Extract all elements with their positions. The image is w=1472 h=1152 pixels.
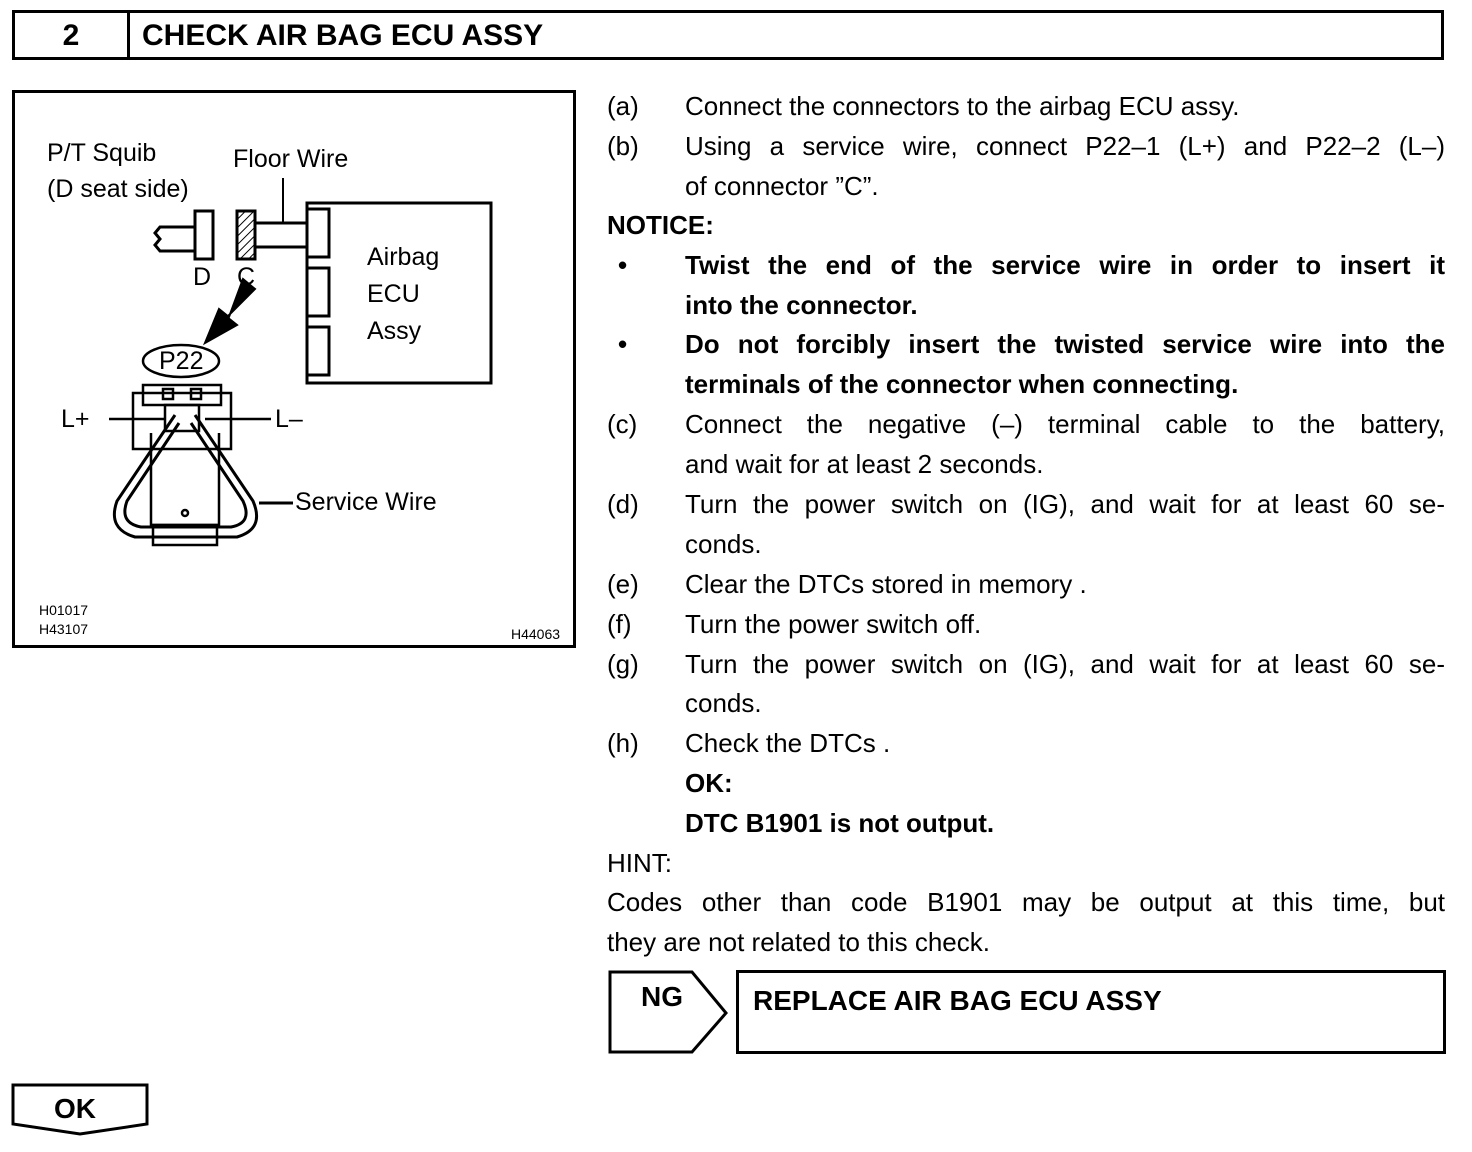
p22-label: P22 bbox=[159, 347, 204, 375]
step-c-label: (c) bbox=[607, 409, 638, 439]
hint-text-line1: Codes other than code B1901 may be outpu… bbox=[607, 887, 1445, 917]
wiring-figure: P/T Squib (D seat side) Floor Wire D C A… bbox=[12, 90, 576, 648]
ng-tag-label: NG bbox=[641, 981, 683, 1012]
step-g-text-line1: Turn the power switch on (IG), and wait … bbox=[685, 649, 1445, 679]
ok-criteria-text: DTC B1901 is not output. bbox=[685, 808, 995, 838]
notice-1-line1: Twist the end of the service wire in ord… bbox=[685, 250, 1445, 280]
step-f-label: (f) bbox=[607, 609, 632, 639]
step-title: CHECK AIR BAG ECU ASSY bbox=[142, 19, 544, 52]
floor-wire-label: Floor Wire bbox=[233, 145, 349, 173]
notice-2-line1: Do not forcibly insert the twisted servi… bbox=[685, 329, 1445, 359]
service-wire-label: Service Wire bbox=[295, 488, 437, 516]
step-c-text-line2: and wait for at least 2 seconds. bbox=[685, 449, 1044, 479]
ecu-label-line3: Assy bbox=[367, 317, 422, 345]
figure-code-1: H01017 bbox=[39, 602, 89, 618]
connector-d-label: D bbox=[193, 263, 212, 291]
ng-action-text: REPLACE AIR BAG ECU ASSY bbox=[753, 985, 1162, 1016]
floor-wire bbox=[255, 178, 307, 249]
notice-1-line2: into the connector. bbox=[685, 290, 918, 320]
ecu-label-line1: Airbag bbox=[367, 243, 440, 271]
step-g-text-line2: conds. bbox=[685, 688, 762, 718]
l-minus-label: L– bbox=[275, 405, 303, 433]
ng-tag-shape bbox=[608, 970, 728, 1054]
step-header: 2 CHECK AIR BAG ECU ASSY bbox=[12, 10, 1444, 60]
step-number: 2 bbox=[15, 13, 130, 57]
squib-label-line2: (D seat side) bbox=[47, 175, 189, 203]
p22-connector bbox=[109, 383, 271, 547]
ok-criteria-label: OK: bbox=[685, 768, 733, 798]
insert-arrow-icon bbox=[202, 277, 257, 346]
step-b-text-line2: of connector ”C”. bbox=[685, 171, 879, 201]
l-plus-label: L+ bbox=[61, 405, 90, 433]
squib-connector bbox=[153, 209, 215, 261]
notice-bullet-2: • bbox=[618, 329, 628, 359]
step-a-text: Connect the connectors to the airbag ECU… bbox=[685, 91, 1240, 121]
step-c-text-line1: Connect the negative (–) terminal cable … bbox=[685, 409, 1445, 439]
notice-bullet-1: • bbox=[618, 250, 628, 280]
connector-diagram bbox=[109, 178, 493, 547]
p22-outline bbox=[141, 343, 221, 379]
step-h-label: (h) bbox=[607, 728, 639, 758]
hint-heading: HINT: bbox=[607, 848, 672, 878]
step-f-text: Turn the power switch off. bbox=[685, 609, 982, 639]
connector-c-label: C bbox=[237, 263, 256, 291]
ng-action-box: REPLACE AIR BAG ECU ASSY bbox=[736, 970, 1446, 1054]
ecu-box bbox=[305, 201, 493, 385]
figure-code-2: H43107 bbox=[39, 621, 89, 637]
step-g-label: (g) bbox=[607, 649, 639, 679]
figure-code-3: H44063 bbox=[511, 626, 561, 642]
step-e-text: Clear the DTCs stored in memory . bbox=[685, 569, 1087, 599]
step-d-label: (d) bbox=[607, 489, 639, 519]
step-d-text-line2: conds. bbox=[685, 529, 762, 559]
connector-c-shape bbox=[235, 209, 257, 261]
step-e-label: (e) bbox=[607, 569, 639, 599]
step-b-label: (b) bbox=[607, 131, 639, 161]
squib-label-line1: P/T Squib bbox=[47, 139, 157, 167]
step-h-text: Check the DTCs . bbox=[685, 728, 891, 758]
notice-heading: NOTICE: bbox=[607, 210, 714, 240]
ok-tag-label: OK bbox=[54, 1093, 96, 1124]
step-a-label: (a) bbox=[607, 91, 639, 121]
step-b-text-line1: Using a service wire, connect P22–1 (L+)… bbox=[685, 131, 1445, 161]
ecu-label-line2: ECU bbox=[367, 280, 420, 308]
service-wire-loop bbox=[112, 414, 293, 539]
hint-text-line2: they are not related to this check. bbox=[607, 927, 990, 957]
step-d-text-line1: Turn the power switch on (IG), and wait … bbox=[685, 489, 1445, 519]
ok-tag-shape bbox=[11, 1083, 149, 1136]
notice-2-line2: terminals of the connector when connecti… bbox=[685, 369, 1239, 399]
